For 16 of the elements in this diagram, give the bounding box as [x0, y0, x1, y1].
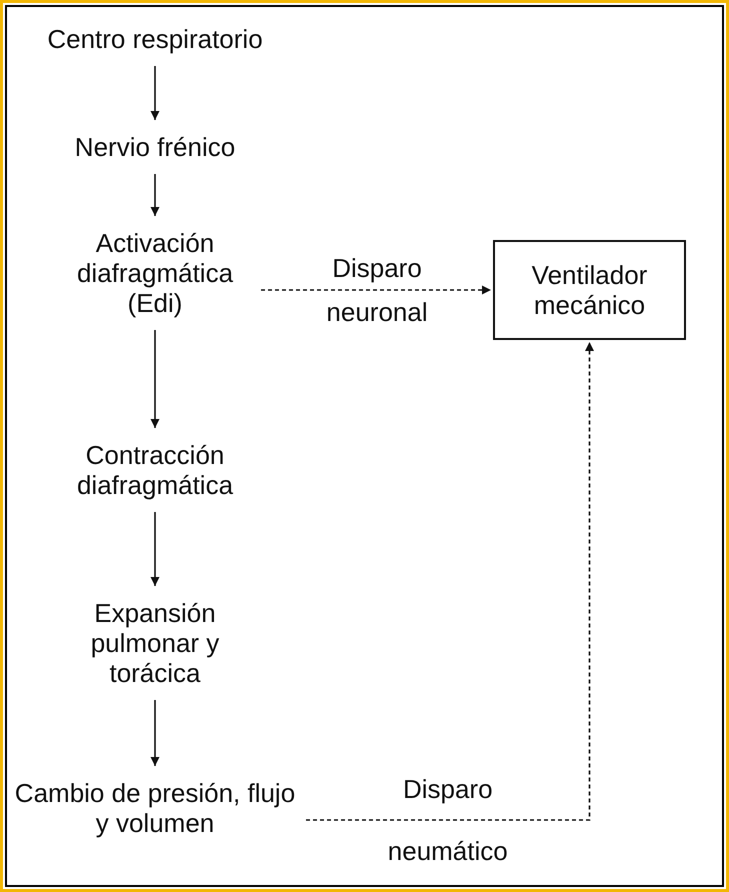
arrow	[150, 700, 160, 766]
step-text: Contracción diafragmática	[55, 440, 255, 500]
device-box: Ventilador mecánico	[493, 240, 686, 340]
step-text: Centro respiratorio	[47, 24, 263, 54]
step-text: Cambio de presión, flujo y volumen	[10, 778, 300, 838]
step-text: Nervio frénico	[74, 132, 236, 162]
arrow	[150, 174, 160, 216]
edge-label: Disparo neumático	[388, 773, 508, 868]
arrow	[306, 342, 594, 821]
arrow	[150, 512, 160, 586]
arrow	[150, 66, 160, 120]
edge-label: Disparo neuronal	[326, 252, 428, 329]
arrow	[261, 286, 491, 294]
step-text: Activación diafragmática (Edi)	[55, 228, 255, 318]
step-text: Expansión pulmonar y torácica	[65, 598, 245, 688]
arrow	[150, 330, 160, 428]
